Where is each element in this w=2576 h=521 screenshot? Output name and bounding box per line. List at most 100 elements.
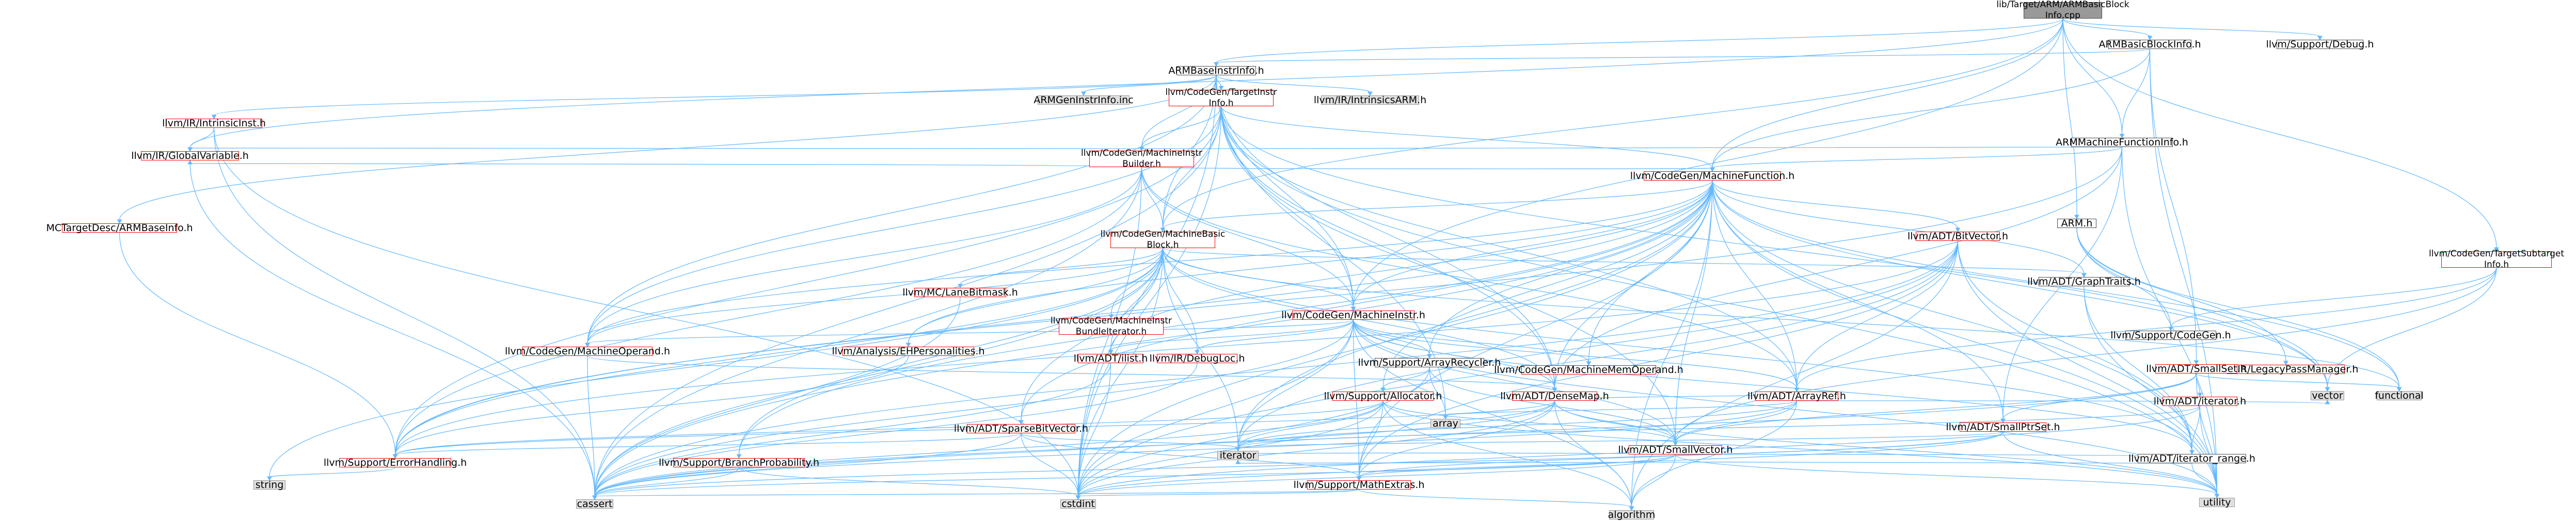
edge-root-tsi	[2062, 18, 2497, 249]
edge-root-mfn	[1712, 18, 2063, 169]
node-llvm-adt-smallvector-h[interactable]: llvm/ADT/SmallVector.h	[1618, 444, 1733, 455]
edge-mbb-cassert	[594, 248, 1164, 497]
node-string[interactable]: string	[253, 479, 285, 490]
edge-tsi-cg	[2170, 267, 2497, 328]
edge-iter-iterator	[1237, 405, 2201, 448]
node-arm-h[interactable]: ARM.h	[2057, 218, 2096, 229]
edge-mbb-cstdint	[1077, 248, 1164, 497]
edge-iter-irange	[2191, 405, 2201, 451]
node-llvm-analysis-ehpersonalities-h[interactable]: llvm/Analysis/EHPersonalities.h	[832, 346, 984, 356]
node-vector[interactable]: vector	[2311, 390, 2344, 401]
edge-dmap-iterator	[1237, 400, 1555, 448]
node-llvm-codegen-targetsubtarget-info-h[interactable]: llvm/CodeGen/TargetSubtarget Info.h	[2429, 249, 2564, 270]
node-llvm-ir-intrinsicinst-h[interactable]: llvm/IR/IntrinsicInst.h	[162, 118, 266, 128]
node-iterator[interactable]: iterator	[1217, 450, 1259, 461]
node-llvm-adt-iterator-h[interactable]: llvm/ADT/iterator.h	[2154, 396, 2246, 406]
edge-arrowhead	[905, 343, 911, 348]
node-llvm-adt-arrayref-h[interactable]: llvm/ADT/ArrayRef.h	[1747, 390, 1846, 401]
node-llvm-codegen-machineinstr-h[interactable]: llvm/CodeGen/MachineInstr.h	[1281, 310, 1425, 320]
edge-mi-dloc	[1197, 319, 1354, 351]
node-llvm-adt-iterator-range-h[interactable]: llvm/ADT/iterator_range.h	[2128, 453, 2255, 464]
edge-mfn-ehp	[908, 180, 1713, 344]
node-llvm-codegen-machinefunction-h[interactable]: llvm/CodeGen/MachineFunction.h	[1630, 170, 1795, 181]
node-functional[interactable]: functional	[2375, 389, 2424, 401]
edge-mbb-func	[1162, 248, 2400, 388]
edge-arrowhead	[2189, 450, 2195, 455]
node-armbasicblockinfo-h[interactable]: ARMBasicBlockInfo.h	[2099, 39, 2201, 50]
edge-bv-aref	[1796, 240, 1959, 389]
edge-mcarm-err	[119, 232, 396, 455]
node-llvm-codegen-machineoperand-h[interactable]: llvm/CodeGen/MachineOperand.h	[505, 346, 670, 356]
node-llvm-codegen-machineinstr-builder-h[interactable]: llvm/CodeGen/MachineInstr Builder.h	[1081, 148, 1202, 169]
edge-mfn-gt	[1712, 180, 2085, 274]
node-llvm-adt-smallptrset-h[interactable]: llvm/ADT/SmallPtrSet.h	[1946, 421, 2060, 432]
node-label: llvm/MC/LaneBitmask.h	[902, 286, 1018, 298]
node-llvm-adt-sparsebitvector-h[interactable]: llvm/ADT/SparseBitVector.h	[954, 423, 1088, 434]
node-llvm-support-allocator-h[interactable]: llvm/Support/Allocator.h	[1324, 390, 1442, 401]
edge-mi-cassert	[594, 319, 1354, 497]
edge-arrowhead	[1552, 387, 1557, 393]
node-cstdint[interactable]: cstdint	[1060, 498, 1096, 509]
edge-mfn-sps	[1712, 180, 2003, 420]
node-label: functional	[2375, 389, 2424, 401]
edge-mfn-svec	[1675, 180, 1713, 443]
edge-arrowhead	[1235, 447, 1241, 452]
node-utility[interactable]: utility	[2199, 496, 2235, 508]
node-llvm-support-mathextras-h[interactable]: llvm/Support/MathExtras.h	[1294, 479, 1425, 490]
edge-arrowhead	[392, 454, 398, 459]
edge-mbb-mop	[587, 248, 1164, 344]
edge-tii-dmap	[1220, 106, 1555, 389]
node-label: llvm/Analysis/EHPersonalities.h	[832, 345, 985, 357]
node-armmachinefunctioninfo-h[interactable]: ARMMachineFunctionInfo.h	[2056, 137, 2188, 148]
node-label: llvm/IR/GlobalVariable.h	[131, 150, 249, 161]
edge-mi-cstdint	[1077, 319, 1354, 497]
node-llvm-support-errorhandling-h[interactable]: llvm/Support/ErrorHandling.h	[324, 457, 467, 468]
edge-arrowhead	[187, 147, 193, 152]
edge-mi-ilist	[1110, 319, 1354, 351]
node-llvm-ir-intrinsicsarm-h[interactable]: llvm/IR/IntrinsicsARM.h	[1314, 94, 1426, 105]
edge-mbb-irange	[1162, 248, 2192, 451]
node-llvm-codegen-machinebasic-block-h[interactable]: llvm/CodeGen/MachineBasic Block.h	[1101, 229, 1226, 250]
node-algorithm[interactable]: algorithm	[1608, 509, 1656, 520]
node-llvm-ir-debugloc-h[interactable]: llvm/IR/DebugLoc.h	[1150, 353, 1245, 364]
node-llvm-support-branchprobability-h[interactable]: llvm/Support/BranchProbability.h	[659, 457, 819, 468]
edge-abi-intr	[213, 75, 1217, 116]
edge-arrowhead	[1195, 350, 1200, 355]
node-llvm-support-arrayrecycler-h[interactable]: llvm/Support/ArrayRecycler.h	[1358, 357, 1501, 368]
node-llvm-codegen-machinememoperand-h[interactable]: llvm/CodeGen/MachineMemOperand.h	[1494, 364, 1683, 375]
edge-bv-utility	[1957, 240, 2218, 495]
edge-arrowhead	[2193, 360, 2199, 365]
node-llvm-adt-densemap-h[interactable]: llvm/ADT/DenseMap.h	[1500, 390, 1609, 401]
edge-tii-cassert	[594, 106, 1222, 497]
node-array[interactable]: array	[1430, 418, 1460, 429]
edge-bv-err	[394, 240, 1959, 455]
edge-abi-dmap	[1216, 75, 1555, 389]
edge-mi-aref	[1353, 319, 1798, 389]
node-lib-target-arm-armbasicblock-info-cpp[interactable]: lib/Target/ARM/ARMBasicBlock Info.cpp	[1996, 0, 2129, 21]
node-llvm-support-debug-h[interactable]: llvm/Support/Debug.h	[2266, 39, 2374, 50]
node-armgeninstrinfo-inc[interactable]: ARMGenInstrInfo.inc	[1033, 94, 1133, 105]
node-llvm-ir-legacypassmanager-h[interactable]: llvm/IR/LegacyPassManager.h	[2214, 364, 2359, 375]
edge-amfi-err	[394, 146, 2123, 455]
edge-mi-arec	[1353, 319, 1430, 355]
node-llvm-codegen-targetinstr-info-h[interactable]: llvm/CodeGen/TargetInstr Info.h	[1165, 87, 1277, 108]
edge-irange-iterator	[1237, 462, 2192, 464]
node-llvm-mc-lanebitmask-h[interactable]: llvm/MC/LaneBitmask.h	[902, 287, 1018, 298]
edge-mfn-mop	[587, 180, 1713, 344]
node-cassert[interactable]: cassert	[576, 498, 613, 509]
node-armbaseinstrinfo-h[interactable]: ARMBaseInstrInfo.h	[1168, 65, 1264, 76]
edge-mib-mi	[1141, 167, 1354, 308]
edge-mext-algorithm	[1358, 489, 1632, 508]
node-llvm-codegen-machineinstr-bundleiterator-h[interactable]: llvm/CodeGen/MachineInstr BundleIterator…	[1051, 316, 1172, 337]
edge-root-gv	[189, 18, 2063, 149]
node-llvm-support-codegen-h[interactable]: llvm/Support/CodeGen.h	[2110, 330, 2231, 340]
node-mctargetdesc-armbaseinfo-h[interactable]: MCTargetDesc/ARMBaseInfo.h	[46, 222, 193, 233]
node-llvm-adt-bitvector-h[interactable]: llvm/ADT/BitVector.h	[1907, 231, 2008, 241]
edge-intr-gv	[189, 127, 215, 149]
node-llvm-adt-smallset-h[interactable]: llvm/ADT/SmallSet.h	[2146, 363, 2246, 374]
node-llvm-adt-graphtraits-h[interactable]: llvm/ADT/GraphTraits.h	[2027, 276, 2141, 287]
node-label: utility	[2203, 496, 2231, 508]
node-llvm-adt-ilist-h[interactable]: llvm/ADT/ilist.h	[1074, 353, 1148, 364]
node-llvm-ir-globalvariable-h[interactable]: llvm/IR/GlobalVariable.h	[131, 150, 249, 161]
